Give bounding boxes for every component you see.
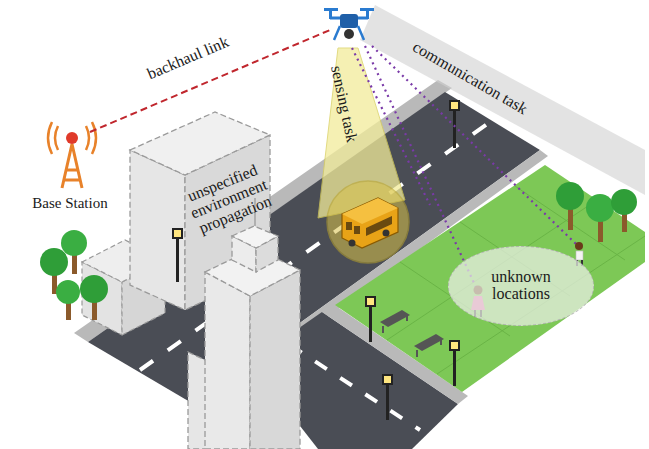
bus <box>342 198 398 248</box>
lawn-grid <box>437 236 645 374</box>
street-lamp <box>453 110 456 148</box>
station-label: Base Station <box>32 195 107 211</box>
base-station-icon <box>55 126 58 150</box>
street-lamp <box>367 298 374 305</box>
tower-building <box>232 226 278 248</box>
uav-drone <box>324 8 374 40</box>
base-station-icon <box>66 132 78 144</box>
street-lamp <box>453 350 456 386</box>
base-station-icon <box>92 122 96 154</box>
street-lamp <box>384 376 391 383</box>
node-label: unknown locations <box>481 269 561 303</box>
tree <box>40 230 108 320</box>
bus <box>342 198 398 248</box>
node-text-group: unknown locations <box>481 269 561 303</box>
bench <box>414 334 444 351</box>
person <box>575 242 583 250</box>
street-lamp <box>172 228 183 239</box>
tree <box>556 182 637 242</box>
target-circle <box>327 181 409 263</box>
base-station-icon <box>48 122 96 188</box>
bench <box>382 326 384 333</box>
street-lamp <box>451 102 458 109</box>
tree <box>56 280 80 304</box>
link-label-anchor: backhaul link <box>145 33 232 83</box>
street-lamp <box>382 374 393 385</box>
tower-building <box>205 272 250 449</box>
bench <box>380 310 410 327</box>
tree <box>568 208 573 230</box>
bench <box>440 338 442 345</box>
node-label: unspecified environment propagation <box>177 158 281 239</box>
street-lamp <box>365 296 376 307</box>
tree <box>556 182 584 210</box>
uav-drone <box>340 14 358 28</box>
backhaul-line <box>90 30 330 132</box>
street-lamp <box>172 228 183 282</box>
bench <box>416 350 418 357</box>
building-face: unspecified environment propagation <box>173 155 286 243</box>
street-lamp <box>449 100 460 111</box>
street-lamp <box>174 230 181 237</box>
uav-drone <box>366 10 369 19</box>
tree <box>598 220 603 242</box>
street-lamp <box>386 384 389 420</box>
street-lamp <box>369 306 372 342</box>
tree <box>622 212 627 232</box>
bus <box>383 230 390 237</box>
bench <box>380 310 444 357</box>
link-label: backhaul link <box>145 33 231 83</box>
bus <box>349 240 356 247</box>
street-lamp <box>451 342 458 349</box>
tower-building <box>250 270 300 449</box>
base-station-icon <box>62 144 82 188</box>
bus <box>346 222 352 230</box>
street-lamp <box>449 340 460 351</box>
station-label-anchor: Base Station <box>32 194 107 212</box>
node-text-group: unspecified environment propagation <box>177 158 281 239</box>
tree <box>80 275 108 303</box>
person <box>576 251 583 260</box>
communication-line <box>352 48 430 205</box>
bus <box>366 216 392 236</box>
building <box>130 150 185 310</box>
lawn-grid <box>387 186 645 374</box>
region-ellipse: unknown locations <box>448 246 594 326</box>
uav-drone <box>344 29 354 39</box>
communication-band <box>360 5 645 195</box>
uav-drone <box>329 10 332 19</box>
base-station-icon <box>48 122 52 154</box>
base-station-icon <box>86 126 89 150</box>
tree <box>40 248 68 276</box>
tree <box>61 230 87 256</box>
tree <box>586 194 614 222</box>
bus <box>354 226 360 234</box>
uav-drone <box>334 26 364 40</box>
bench <box>406 314 408 321</box>
lawn-grid <box>387 200 597 340</box>
tree <box>611 189 637 215</box>
street-lamp <box>176 238 179 282</box>
